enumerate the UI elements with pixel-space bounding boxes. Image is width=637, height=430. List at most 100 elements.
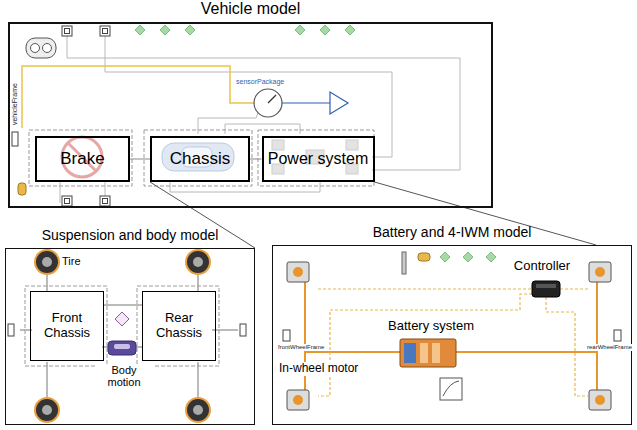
frame-port: [8, 324, 14, 336]
sensor-symbol: [268, 95, 276, 103]
signal-wire: [22, 66, 254, 128]
body-motion-block: Body motion: [95, 339, 153, 389]
frame-port: [240, 324, 246, 336]
controller-icon: [532, 281, 560, 297]
box-outlines: [29, 130, 374, 186]
subsystem-box: Chassis: [150, 136, 250, 182]
model-title: Vehicle model: [10, 0, 491, 18]
driver-icon: [26, 38, 56, 58]
part-name: In-wheel motor: [278, 362, 359, 376]
battery-icon: [404, 343, 416, 363]
block-label: Battery system: [386, 319, 476, 334]
suspension-wiring: [20, 274, 238, 398]
vehicle-wiring: [67, 36, 460, 170]
connector-diamonds: [185, 25, 195, 35]
block-label: Power system: [268, 150, 368, 168]
suspension-wiring: [102, 347, 108, 348]
chassis-outlines: [25, 286, 219, 366]
sensor-symbol: [254, 89, 348, 117]
sensor-symbol: [330, 92, 348, 114]
model-frame: Battery and 4-IWM modelControllerBattery…: [272, 245, 632, 425]
subsystem-box: Power system: [262, 136, 375, 182]
controller-icon: [532, 281, 560, 297]
top-ports: [463, 252, 473, 262]
box-outlines: [258, 130, 374, 186]
power-picture: [272, 140, 284, 150]
tire-symbol: [42, 257, 52, 267]
tire-symbol: [42, 405, 52, 415]
control-signal: [318, 288, 532, 289]
tire-symbol: [35, 398, 59, 422]
chassis-outlines: [137, 286, 219, 366]
connector-diamonds: [345, 25, 355, 35]
vehicle-wiring: [60, 36, 460, 203]
frame-connectors: [65, 199, 70, 204]
subsystem-box: Brake: [35, 136, 130, 182]
motor-symbol: [287, 262, 611, 410]
tire-symbol: [35, 250, 59, 274]
connector-line: [130, 159, 150, 160]
battery-icon: [400, 339, 456, 367]
sensor-symbol: [282, 102, 330, 103]
box-outlines: [144, 130, 252, 186]
top-ports: [614, 330, 621, 341]
component-name: sensorPackage: [236, 78, 284, 86]
block-label: Front Chassis: [35, 311, 99, 341]
battery-icon: [432, 343, 440, 363]
port-name: rearWheelFrame: [586, 344, 633, 351]
frame-connectors: [100, 196, 110, 206]
suspension-wiring: [198, 362, 199, 398]
motor-symbol: [589, 262, 611, 282]
ground-and-curve: [440, 378, 462, 400]
car-picture: [162, 143, 234, 171]
model-title: Battery and 4-IWM model: [273, 224, 631, 240]
frame-connectors: [62, 196, 72, 206]
control-signal: [318, 294, 532, 396]
battery-icon: [400, 339, 456, 367]
motor-symbol: [293, 267, 303, 277]
frame-connectors: [62, 26, 72, 36]
controller-block: Controller: [506, 259, 579, 301]
top-ports: [486, 252, 496, 262]
block-label: Body motion: [95, 364, 153, 389]
frame-connectors: [100, 26, 110, 36]
battery-icon: [420, 343, 428, 363]
suspension-wiring: [198, 274, 199, 292]
block-label: Rear Chassis: [147, 311, 211, 341]
model-title: Suspension and body model: [6, 227, 254, 243]
connector-line: [250, 159, 262, 160]
controller-icon: [536, 284, 556, 288]
control-signal: [546, 297, 588, 396]
frame-connectors: [12, 132, 18, 146]
driver-icon: [26, 38, 56, 58]
frame-connectors: [12, 26, 110, 206]
ground-and-curve: [440, 378, 462, 400]
connector-diamonds: [295, 25, 305, 35]
joint-icon: [114, 344, 130, 349]
motor-symbol: [287, 262, 309, 282]
block-label: Brake: [60, 149, 104, 169]
control-signal: [560, 288, 588, 289]
box-outlines: [29, 130, 132, 186]
ground-and-curve: [443, 381, 459, 396]
model-frame: Vehicle modelBrakeChassisPower system: [8, 22, 493, 208]
joint-icon: [108, 341, 136, 355]
motor-symbol: [589, 390, 611, 410]
tire-symbol: [186, 250, 210, 274]
frame-connectors: [65, 29, 70, 34]
motor-symbol: [293, 395, 303, 405]
connector-diamonds: [160, 25, 170, 35]
suspension-wiring: [47, 274, 48, 292]
tire-symbol: [193, 405, 203, 415]
car-picture: [162, 143, 234, 171]
top-ports: [283, 330, 290, 341]
frame-connectors: [103, 29, 108, 34]
vehicle-wiring: [225, 124, 300, 134]
driver-icon: [43, 44, 52, 53]
port-name: vehicleFrame: [11, 83, 19, 125]
top-ports: [418, 253, 430, 261]
vehicle-wiring: [60, 180, 61, 203]
motor-symbol: [595, 395, 605, 405]
top-ports: [440, 252, 450, 262]
